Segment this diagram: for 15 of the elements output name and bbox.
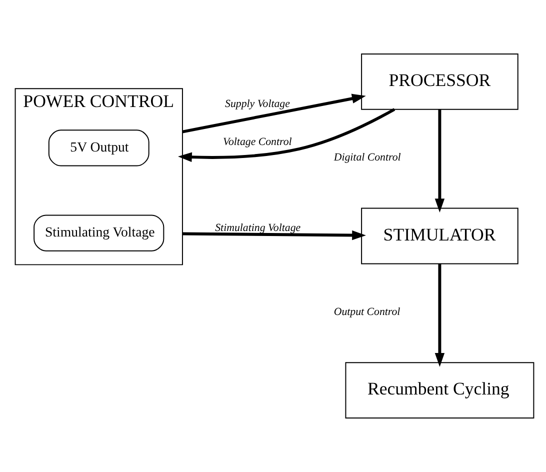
edge-label: Supply Voltage [225,98,290,110]
arrow [434,264,445,367]
arrow [182,94,366,134]
node-box: 5V Output [48,130,150,166]
node-box: Stimulating Voltage [34,214,164,252]
edge-label: Digital Control [334,152,401,164]
node-box: PROCESSOR [361,53,518,110]
node-box: Recumbent Cycling [345,362,534,419]
arrow [434,109,445,213]
edge-label: Output Control [334,306,400,318]
edge-label: Voltage Control [223,136,292,148]
edge-label: Stimulating Voltage [215,222,301,234]
arrow [178,108,396,162]
node-box: STIMULATOR [361,208,518,264]
arrow [182,230,366,240]
